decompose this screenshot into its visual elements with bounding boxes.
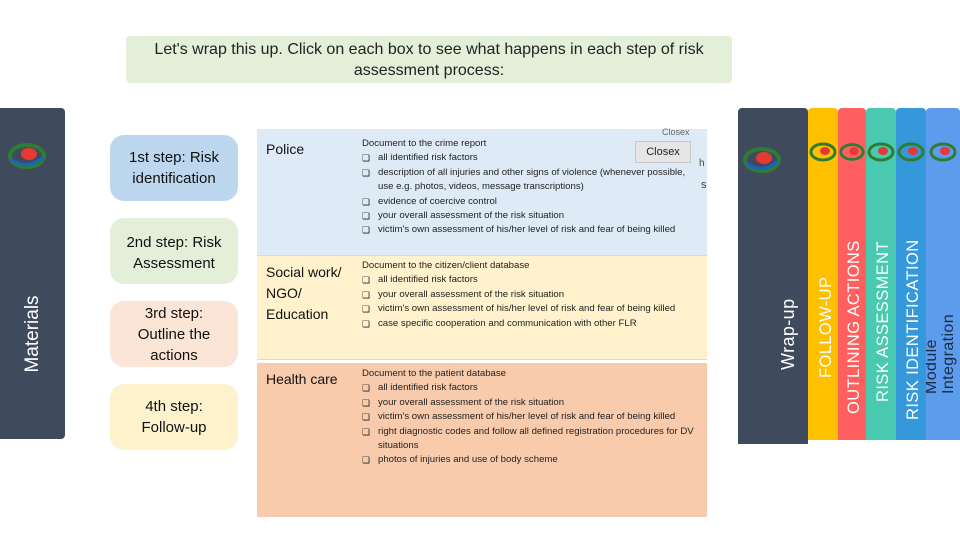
step-follow-up-button[interactable]: 4th step: Follow-up [110,384,238,450]
tab-outlining-actions[interactable]: OUTLINING ACTIONS [838,108,866,440]
instruction-text: Let's wrap this up. Click on each box to… [154,41,704,79]
list-item: description of all injuries and other si… [362,166,697,195]
tab-label: RISK IDENTIFICATION [904,239,922,420]
organization-logo-icon [809,142,837,162]
list-item: your overall assessment of the risk situ… [362,396,697,411]
list-item: photos of injuries and use of body schem… [362,453,697,468]
list-item: all identified risk factors [362,381,697,396]
police-row: Police Document to the crime report all … [257,129,707,256]
organization-logo-icon [867,142,895,162]
close-button[interactable]: Closex [635,141,691,163]
social-work-row: Social work/ NGO/ Education Document to … [257,256,707,360]
list-item: all identified risk factors [362,273,697,288]
list-item: victim's own assessment of his/her level… [362,223,697,238]
tab-label: FOLLOW-UP [817,276,835,378]
list-item: right diagnostic codes and follow all de… [362,425,697,454]
tab-label: RISK ASSESSMENT [874,241,892,402]
row-label: Social work/ NGO/ Education [266,264,342,322]
step-risk-assessment-button[interactable]: 2nd step: Risk Assessment [110,218,238,284]
tab-risk-identification[interactable]: RISK IDENTIFICATION [896,108,926,440]
row-label: Health care [266,371,338,387]
list-item: case specific cooperation and communicat… [362,317,697,332]
list-item: evidence of coercive control [362,195,697,210]
tab-risk-assessment[interactable]: RISK ASSESSMENT [866,108,896,440]
organization-logo-icon [897,142,925,162]
materials-side-tab[interactable]: Materials [0,108,65,439]
ghost-text: s [701,179,707,191]
ghost-text: h [699,158,705,169]
list-item: your overall assessment of the risk situ… [362,209,697,224]
social-work-documentation: Document to the citizen/client database … [362,259,697,331]
documentation-popup: Police Document to the crime report all … [257,129,707,515]
list-item: victim's own assessment of his/her level… [362,302,697,317]
materials-label: Materials [22,295,43,373]
lead-text: Document to the citizen/client database [362,260,530,271]
step-label: 2nd step: Risk Assessment [126,234,222,272]
lead-text: Document to the patient database [362,368,507,379]
tab-wrap-up[interactable]: Wrap-up [738,108,808,444]
close-ghost-label: Closex [662,127,690,137]
list-item: victim's own assessment of his/her level… [362,410,697,425]
organization-logo-icon [929,142,957,162]
organization-logo-icon [742,145,782,175]
step-label: 1st step: Risk identification [128,149,220,187]
instruction-banner: Let's wrap this up. Click on each box to… [126,36,732,83]
health-care-row: Health care Document to the patient data… [257,363,707,517]
row-label: Police [266,141,305,157]
list-item: all identified risk factors [362,151,697,166]
tab-follow-up[interactable]: FOLLOW-UP [808,108,838,440]
lead-text: Document to the crime report [362,138,487,149]
step-label: 3rd step: Outline the actions [137,304,211,364]
tab-label-line: Integration [940,313,957,394]
tab-label: OUTLINING ACTIONS [845,240,863,414]
step-label: 4th step: Follow-up [141,398,207,436]
step-outline-actions-button[interactable]: 3rd step: Outline the actions [110,301,238,367]
tab-label: Wrap-up [778,298,798,371]
organization-logo-icon [839,143,865,161]
organization-logo-icon [7,141,47,171]
health-care-documentation: Document to the patient database all ide… [362,367,697,468]
police-documentation: Document to the crime report all identif… [362,137,697,238]
list-item: your overall assessment of the risk situ… [362,288,697,303]
step-risk-identification-button[interactable]: 1st step: Risk identification [110,135,238,201]
